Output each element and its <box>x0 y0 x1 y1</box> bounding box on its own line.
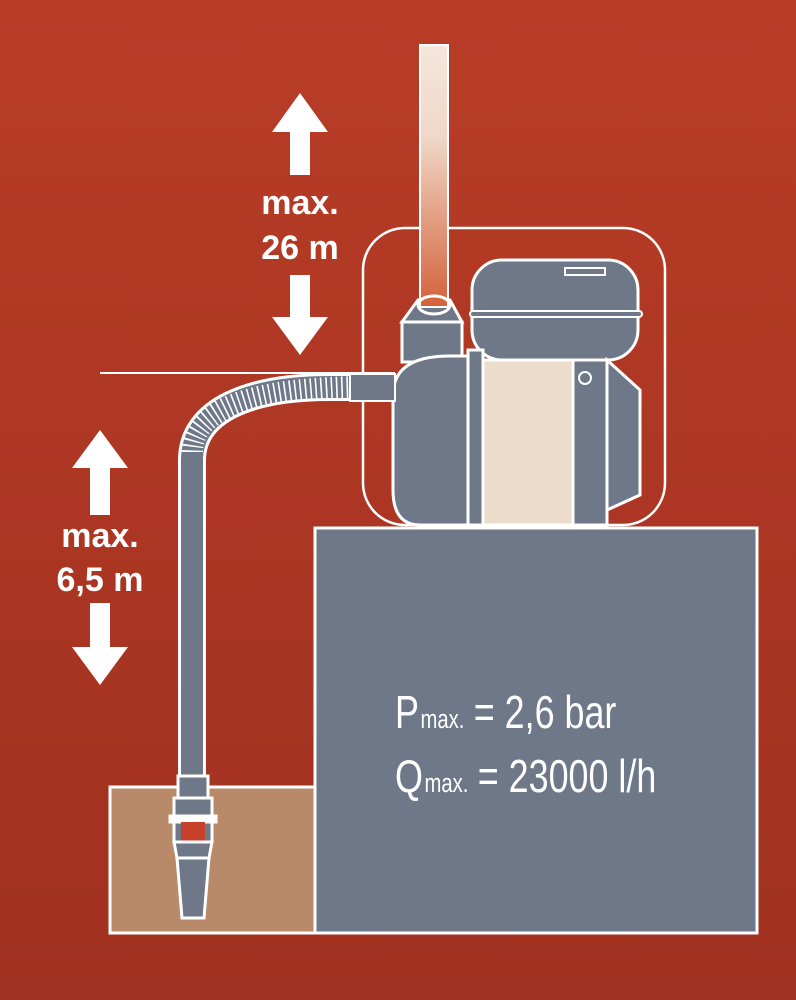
pressure-spec: Pmax. = 2,6 bar <box>395 687 617 738</box>
arrow-down-icon <box>72 603 128 685</box>
suction-height-arrows <box>72 430 128 685</box>
pump-housing <box>391 354 472 527</box>
suction-height-label-top: max. <box>61 517 139 555</box>
delivery-height-value: 26 m <box>261 229 339 267</box>
motor-panel <box>481 358 575 527</box>
arrow-up-icon <box>272 93 328 175</box>
pressure-value: = 2,6 bar <box>474 687 617 738</box>
pressure-symbol: P <box>395 687 419 738</box>
delivery-height-arrows <box>272 93 328 355</box>
arrow-down-icon <box>272 275 328 355</box>
pressure-subscript: max. <box>420 705 464 734</box>
flow-spec: Qmax. = 23000 l/h <box>395 751 656 802</box>
flow-value: = 23000 l/h <box>478 751 657 802</box>
suction-hose <box>178 373 396 792</box>
suction-height-value: 6,5 m <box>57 561 144 599</box>
delivery-height-label-top: max. <box>261 184 339 222</box>
outlet-pipe <box>399 44 465 324</box>
base-box <box>313 526 759 935</box>
flow-subscript: max. <box>424 769 468 798</box>
pump <box>349 258 643 527</box>
svg-text:Qmax.= 23000 l/h: Qmax. = 23000 l/h <box>395 751 656 802</box>
foot-valve <box>168 774 218 920</box>
arrow-up-icon <box>72 430 128 515</box>
svg-text:Pmax.= 2,6 bar: Pmax. = 2,6 bar <box>395 687 617 738</box>
flow-symbol: Q <box>395 751 423 802</box>
